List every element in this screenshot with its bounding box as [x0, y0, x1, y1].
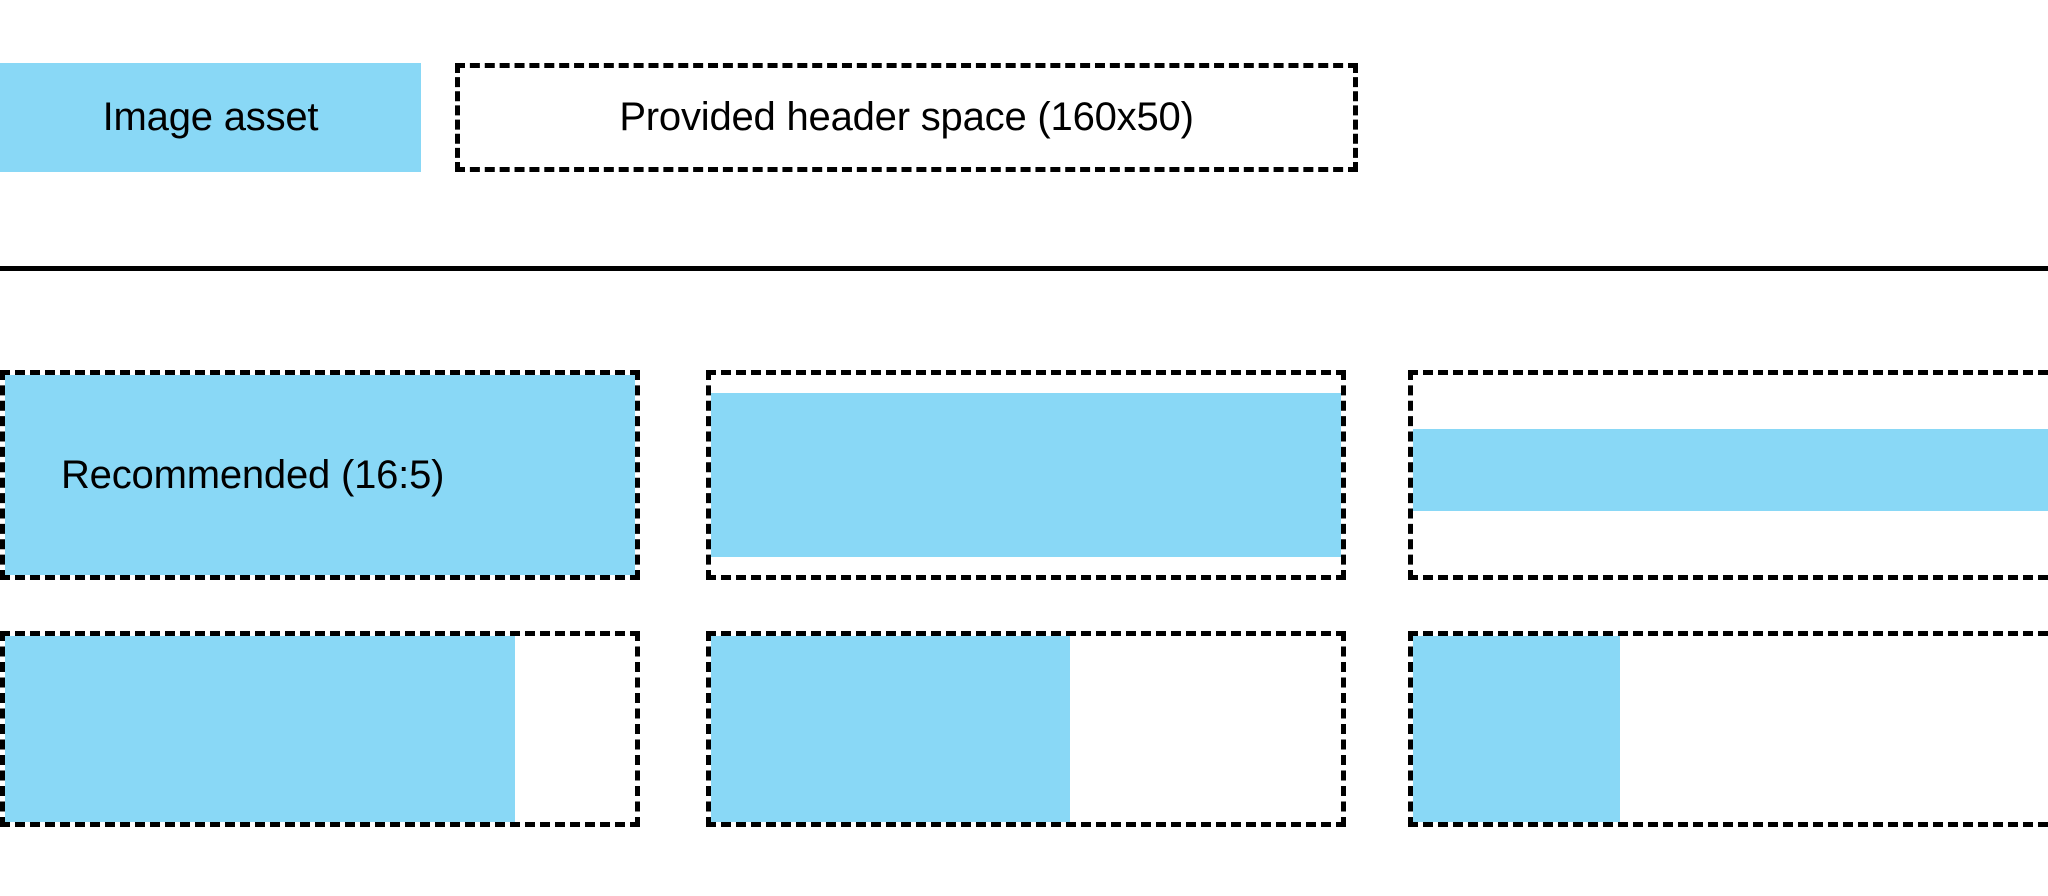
provided-header-space-label: Provided header space (160x50) [619, 95, 1194, 139]
fill-region [711, 636, 1071, 822]
spec-grid: Recommended (16:5) [0, 370, 2048, 827]
legend-row: Image asset Provided header space (160x5… [0, 63, 2048, 172]
width-variation-row [0, 631, 2048, 827]
provided-header-space-box: Provided header space (160x50) [455, 63, 1358, 172]
aspect-ratio-row: Recommended (16:5) [0, 370, 2048, 580]
section-divider [0, 266, 2048, 271]
image-asset-label: Image asset [102, 95, 319, 139]
cell-shorter-fill [706, 370, 1346, 580]
fill-region [5, 375, 635, 575]
cell-width-80 [0, 631, 640, 827]
image-asset-swatch: Image asset [0, 63, 421, 172]
cell-band-fill [1408, 370, 2048, 580]
fill-region [711, 393, 1341, 557]
cell-width-30 [1408, 631, 2048, 827]
fill-region [5, 636, 516, 822]
cell-recommended-16-5: Recommended (16:5) [0, 370, 640, 580]
fill-region [1413, 429, 2048, 511]
fill-region [1413, 636, 1620, 822]
cell-width-57 [706, 631, 1346, 827]
